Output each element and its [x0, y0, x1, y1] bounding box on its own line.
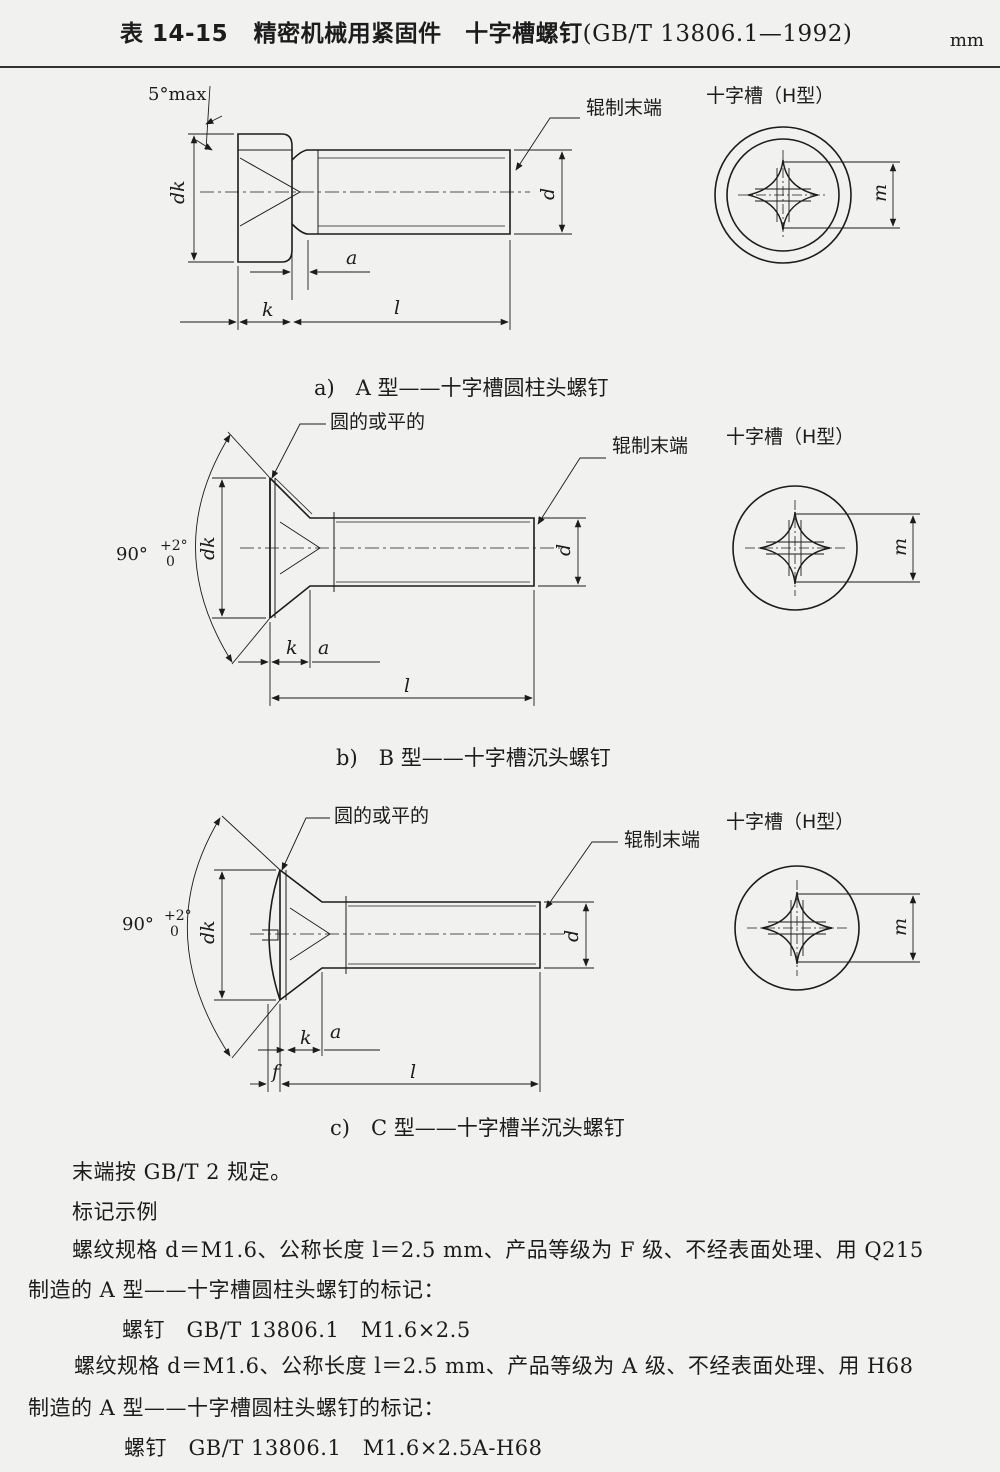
example-1-line-2: 制造的 A 型——十字槽圆柱头螺钉的标记：: [28, 1278, 446, 1302]
example-2-line-1: 螺纹规格 d＝M1.6、公称长度 l＝2.5 mm、产品等级为 A 级、不经表面…: [74, 1354, 914, 1378]
fig-a-dim-k: k: [262, 299, 274, 321]
example-1-marking: 螺钉 GB/T 13806.1 M1.6×2.5: [122, 1318, 471, 1342]
figure-b-recess-view: [732, 485, 920, 611]
figure-b-side-view: [195, 423, 606, 706]
fig-b-dim-l: l: [404, 675, 410, 697]
fig-a-dim-dk: dk: [167, 180, 189, 204]
fig-c-recess-title: 十字槽（H型）: [726, 811, 854, 833]
fig-b-angle: 90°: [116, 544, 148, 565]
fig-a-recess-title: 十字槽（H型）: [706, 85, 834, 107]
table-title: 表 14-15 精密机械用紧固件 十字槽螺钉(GB/T 13806.1—1992…: [120, 14, 852, 48]
figure-a-recess-view: [714, 126, 900, 264]
fig-c-round-or-flat: 圆的或平的: [334, 805, 429, 827]
fig-a-dim-d: d: [537, 188, 559, 200]
fig-b-dim-m: m: [889, 538, 911, 556]
table-number: 表 14-15: [120, 21, 229, 47]
fig-c-dim-m: m: [889, 918, 911, 936]
fig-b-tol-upper: +2°: [160, 538, 188, 554]
example-2-line-2: 制造的 A 型——十字槽圆柱头螺钉的标记：: [28, 1396, 446, 1420]
figure-c-side-view: [186, 815, 618, 1092]
fig-b-recess-title: 十字槽（H型）: [726, 426, 854, 448]
fig-c-tol-upper: +2°: [164, 908, 192, 924]
drawings: 5°max 辊制末端 十字槽（H型） dk d a k l m 圆的或平的 辊制…: [116, 84, 920, 1092]
fig-b-dim-d: d: [553, 544, 575, 556]
fig-b-tol-lower: 0: [166, 554, 175, 570]
fig-c-dim-l: l: [410, 1061, 416, 1083]
fig-a-dim-l: l: [394, 297, 400, 319]
fig-c-dim-k: k: [300, 1027, 312, 1049]
fig-a-dim-m: m: [869, 184, 891, 202]
figure-c-caption: c) C 型——十字槽半沉头螺钉: [330, 1116, 625, 1140]
fig-a-dim-a: a: [346, 247, 357, 269]
fig-c-angle: 90°: [122, 914, 154, 935]
figure-b-caption: b) B 型——十字槽沉头螺钉: [336, 746, 611, 770]
fig-b-dim-dk: dk: [197, 536, 219, 560]
figure-c-recess-view: [734, 865, 920, 991]
fig-a-angle-label: 5°max: [148, 84, 206, 105]
fig-b-round-or-flat: 圆的或平的: [330, 411, 425, 433]
fig-c-dim-d: d: [561, 930, 583, 942]
fig-b-dim-a: a: [318, 637, 329, 659]
fig-c-dim-a: a: [330, 1021, 341, 1043]
fig-c-rolled-end-label: 辊制末端: [624, 829, 700, 851]
table-name: 精密机械用紧固件 十字槽螺钉: [253, 21, 583, 47]
fig-c-tol-lower: 0: [170, 924, 179, 940]
unit-label: mm: [949, 30, 984, 51]
fig-c-dim-f: f: [270, 1061, 282, 1083]
fig-b-dim-k: k: [286, 637, 298, 659]
end-note: 末端按 GB/T 2 规定。: [72, 1160, 292, 1184]
fig-a-rolled-end-label: 辊制末端: [586, 97, 662, 119]
fig-b-rolled-end-label: 辊制末端: [612, 435, 688, 457]
standard-number: (GB/T 13806.1—1992): [582, 21, 853, 47]
figure-a-side-view: [180, 85, 580, 330]
example-2-marking: 螺钉 GB/T 13806.1 M1.6×2.5A-H68: [124, 1436, 543, 1460]
figure-a-caption: a) A 型——十字槽圆柱头螺钉: [314, 376, 609, 400]
example-heading: 标记示例: [72, 1200, 158, 1224]
header-rule: [0, 66, 1000, 68]
fig-c-dim-dk: dk: [197, 920, 219, 944]
example-1-line-1: 螺纹规格 d＝M1.6、公称长度 l＝2.5 mm、产品等级为 F 级、不经表面…: [72, 1238, 924, 1262]
